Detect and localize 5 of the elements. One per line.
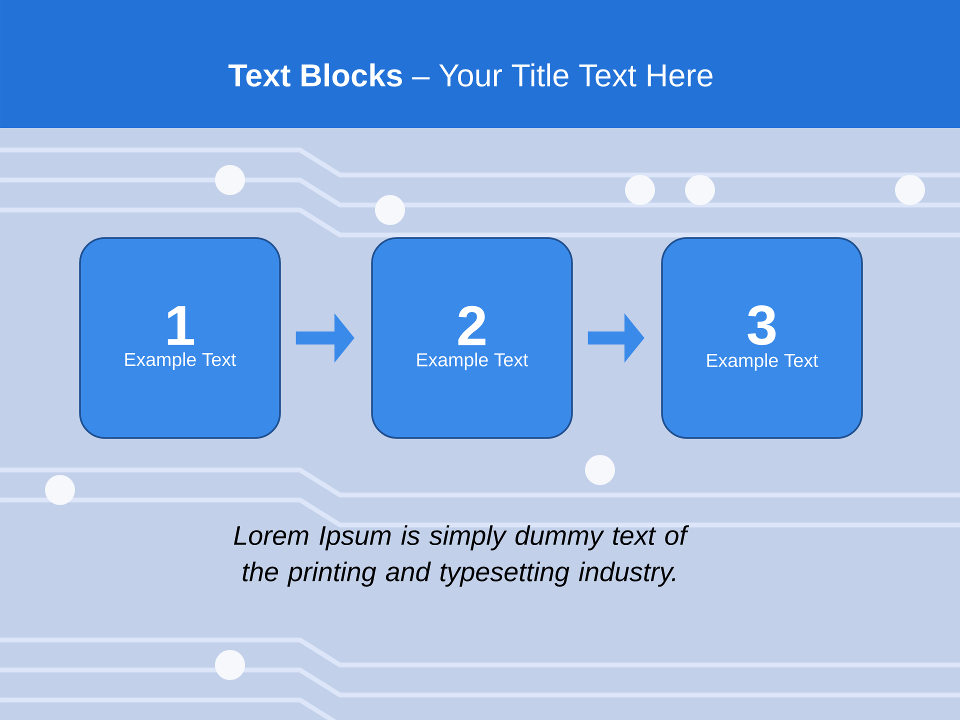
process-box: 3 Example Text — [661, 237, 863, 439]
process-box: 1 Example Text — [79, 237, 281, 439]
process-box: 2 Example Text — [371, 237, 573, 439]
caption-text: Lorem Ipsum is simply dummy text of the printing and typesetting industry. — [234, 525, 690, 587]
diagram-title: Text Blocks – Your Title Text Here — [228, 63, 712, 87]
